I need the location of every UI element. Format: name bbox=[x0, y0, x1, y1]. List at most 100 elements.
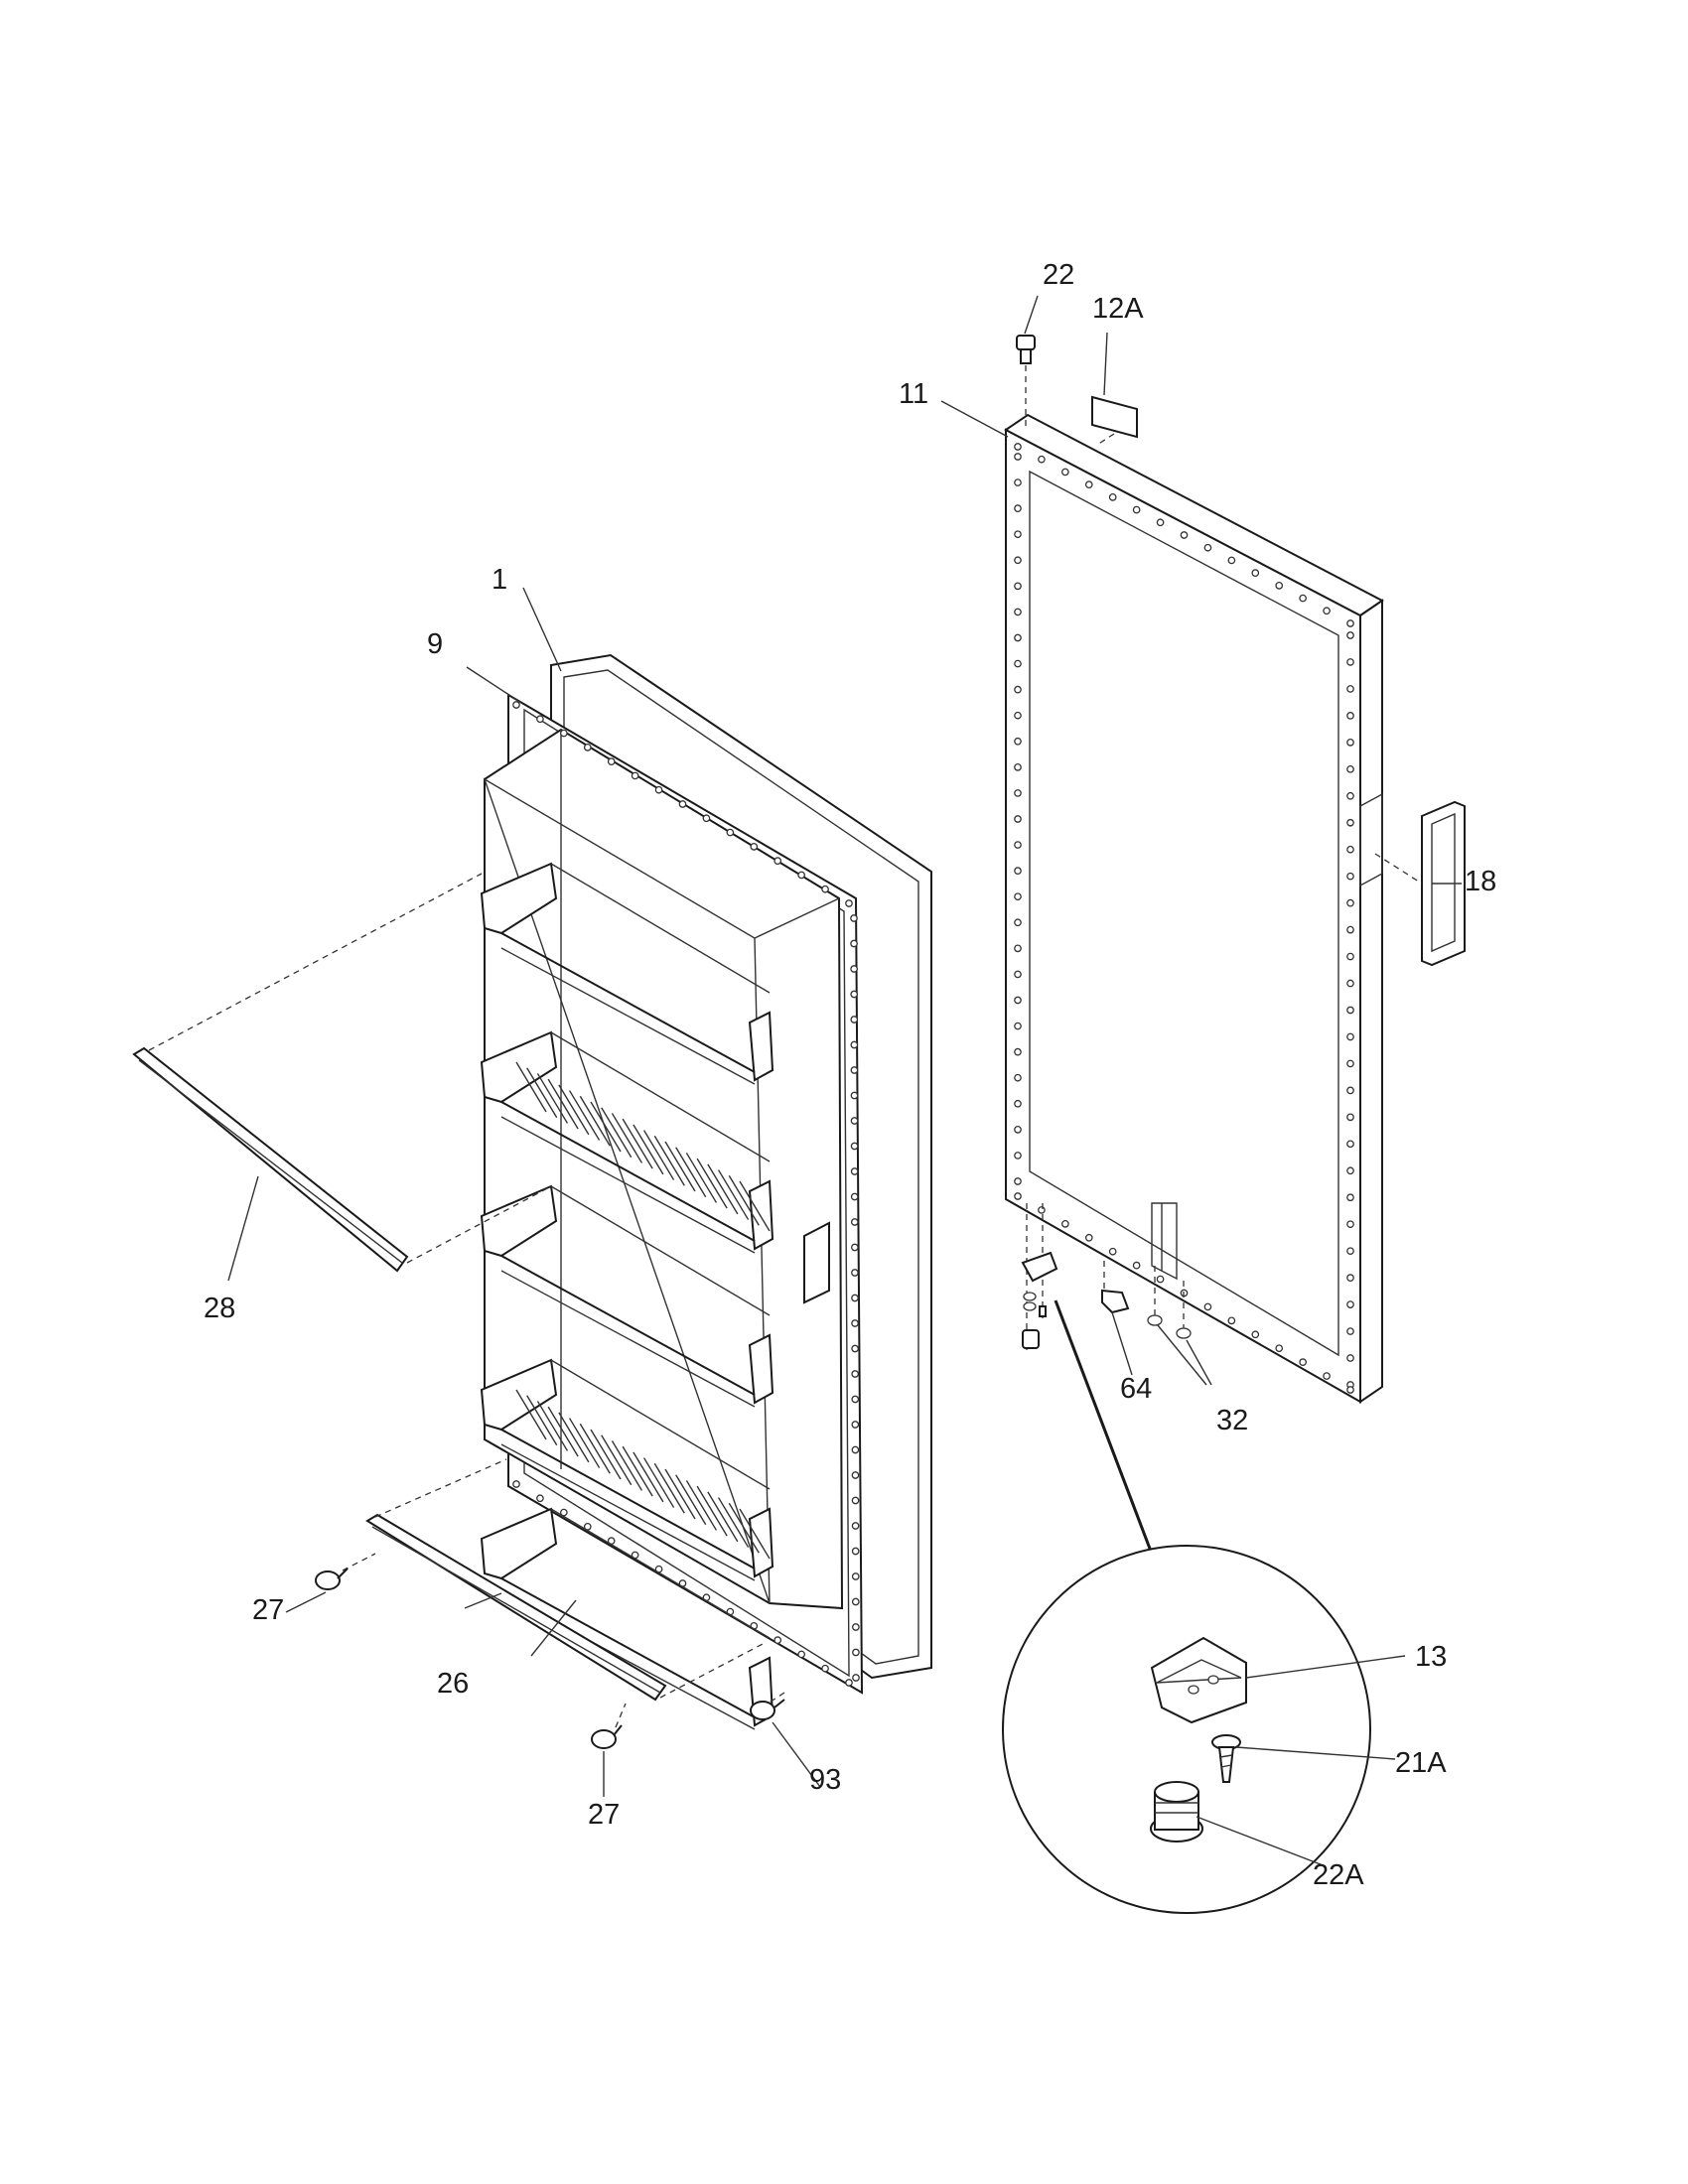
screw-hole bbox=[1346, 1220, 1354, 1229]
screw-hole bbox=[851, 1572, 860, 1580]
screw-hole bbox=[1346, 979, 1354, 988]
screw-hole bbox=[1346, 1032, 1354, 1041]
screw-hole bbox=[583, 744, 592, 751]
screw-hole bbox=[797, 1650, 805, 1659]
screw-hole bbox=[1346, 1247, 1354, 1256]
screw-hole bbox=[1014, 633, 1022, 642]
label-27-left: 27 bbox=[252, 1594, 284, 1626]
screw-hole bbox=[1346, 845, 1354, 854]
screw-hole bbox=[850, 1192, 859, 1201]
screw-hole bbox=[536, 1494, 544, 1503]
screw-hole bbox=[1014, 1099, 1022, 1108]
screw-hole bbox=[1014, 892, 1022, 901]
outer-door-screw-holes bbox=[1014, 443, 1354, 1394]
screw-hole bbox=[1180, 531, 1189, 539]
screw-hole bbox=[851, 1547, 860, 1556]
label-28: 28 bbox=[204, 1293, 235, 1324]
screw-hole bbox=[1084, 480, 1093, 488]
screw-hole bbox=[1038, 1206, 1046, 1214]
screw-hole bbox=[1014, 1047, 1022, 1056]
label-64: 64 bbox=[1120, 1373, 1152, 1405]
screw-hole bbox=[631, 771, 639, 780]
screw-hole bbox=[1014, 453, 1022, 461]
screw-hole bbox=[1346, 898, 1354, 907]
screw-hole bbox=[1346, 818, 1354, 827]
screw-hole bbox=[851, 1496, 860, 1505]
screw-hole bbox=[1299, 594, 1307, 603]
screw-hole bbox=[1014, 841, 1022, 849]
label-26: 26 bbox=[437, 1668, 469, 1700]
screw-hole bbox=[560, 729, 568, 738]
screw-hole bbox=[1014, 918, 1022, 927]
screw-hole bbox=[774, 857, 782, 865]
screw-hole bbox=[1014, 556, 1022, 565]
screw-hole bbox=[851, 1522, 860, 1530]
screw-hole bbox=[774, 1636, 782, 1644]
detail-inset bbox=[1002, 1299, 1371, 1914]
screw-hole bbox=[1346, 1354, 1354, 1362]
screw-hole bbox=[1084, 1233, 1093, 1242]
screw-hole bbox=[845, 899, 853, 907]
label-32: 32 bbox=[1216, 1405, 1248, 1436]
screw-hole bbox=[850, 1066, 859, 1074]
screw-hole bbox=[1346, 1006, 1354, 1015]
callout-labels: 22 12A 11 18 1 9 28 27 26 27 93 64 32 13… bbox=[204, 259, 1496, 1891]
screw-hole bbox=[850, 990, 859, 999]
screw-hole bbox=[654, 785, 663, 794]
screw-hole bbox=[821, 885, 829, 893]
screw-hole bbox=[852, 1623, 860, 1631]
screw-hole bbox=[851, 1421, 860, 1429]
screw-hole bbox=[512, 701, 520, 709]
screw-hole bbox=[1014, 685, 1022, 694]
screw-hole bbox=[1346, 1386, 1354, 1394]
screw-hole bbox=[850, 1016, 859, 1024]
screw-hole bbox=[1203, 1302, 1212, 1311]
screw-hole bbox=[1014, 970, 1022, 979]
shelf-bar-lower bbox=[365, 1458, 766, 1702]
screw-hole bbox=[1346, 1140, 1354, 1149]
label-12a: 12A bbox=[1092, 293, 1144, 325]
screw-hole bbox=[851, 1344, 859, 1353]
screw-hole bbox=[850, 1091, 859, 1100]
screw-hole bbox=[1275, 1344, 1284, 1353]
screw-hole bbox=[1014, 1177, 1022, 1185]
screw-hole bbox=[850, 914, 858, 922]
label-22: 22 bbox=[1043, 259, 1074, 291]
mounting-pins bbox=[315, 1553, 785, 1749]
screw-hole bbox=[1346, 1193, 1354, 1202]
screw-hole bbox=[850, 1218, 859, 1226]
screw-hole bbox=[1014, 1073, 1022, 1082]
screw-hole bbox=[1061, 468, 1069, 477]
screw-hole bbox=[851, 1445, 860, 1454]
screw-hole bbox=[797, 871, 805, 880]
top-hinge-screw bbox=[1016, 335, 1036, 429]
screw-hole bbox=[851, 1370, 860, 1378]
screw-hole bbox=[1346, 872, 1354, 881]
screw-hole bbox=[1014, 659, 1022, 668]
screw-hole bbox=[1346, 631, 1354, 639]
label-11: 11 bbox=[899, 378, 928, 410]
screw-hole bbox=[851, 1395, 860, 1404]
screw-hole bbox=[1014, 504, 1022, 512]
screw-hole bbox=[1014, 944, 1022, 953]
screw-hole bbox=[1014, 789, 1022, 797]
door-shelves bbox=[480, 862, 774, 1730]
outer-door-panel bbox=[1004, 413, 1384, 1404]
label-9: 9 bbox=[427, 628, 443, 660]
screw-hole bbox=[1014, 478, 1022, 486]
screw-hole bbox=[850, 1142, 859, 1151]
screw-hole bbox=[850, 965, 858, 973]
screw-hole bbox=[850, 939, 858, 948]
screw-hole bbox=[1346, 925, 1354, 934]
screw-hole bbox=[1014, 815, 1022, 823]
screw-hole bbox=[1251, 569, 1260, 577]
label-18: 18 bbox=[1465, 866, 1496, 897]
screw-hole bbox=[1346, 1166, 1354, 1175]
screw-hole bbox=[851, 1319, 859, 1327]
screw-hole bbox=[1156, 518, 1165, 527]
screw-hole bbox=[851, 1471, 860, 1479]
screw-hole bbox=[1132, 1261, 1141, 1270]
screw-hole bbox=[1346, 1113, 1354, 1122]
screw-hole bbox=[1014, 1152, 1022, 1160]
screw-hole bbox=[1132, 505, 1141, 514]
